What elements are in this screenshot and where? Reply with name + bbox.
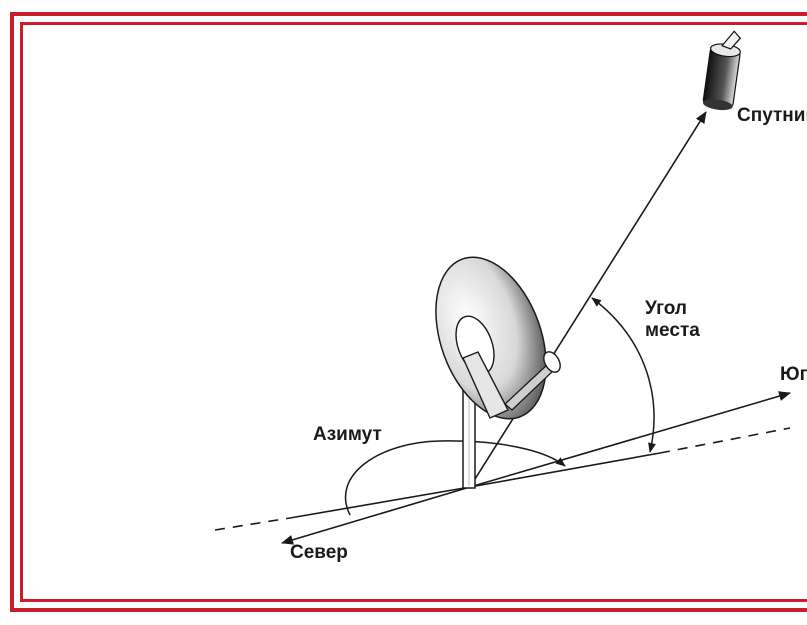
south-label: Юг [780, 364, 807, 385]
azimuth-arc [344, 440, 566, 516]
azimuth-label: Азимут [313, 424, 382, 445]
north-south-line [214, 427, 791, 531]
elevation-angle-arc [591, 297, 656, 453]
inner-frame [20, 22, 807, 602]
north-label: Север [290, 542, 348, 563]
satellite-label: Спутник [737, 105, 807, 126]
satellite-direction-arrow [469, 111, 707, 488]
north-arrow [281, 486, 471, 545]
satellite-dish-icon [435, 256, 561, 420]
outer-frame [10, 12, 807, 612]
satellite-icon [702, 30, 742, 111]
elevation-angle-label-line1: Угол [645, 298, 687, 319]
elevation-angle-label-line2: места [645, 320, 700, 341]
